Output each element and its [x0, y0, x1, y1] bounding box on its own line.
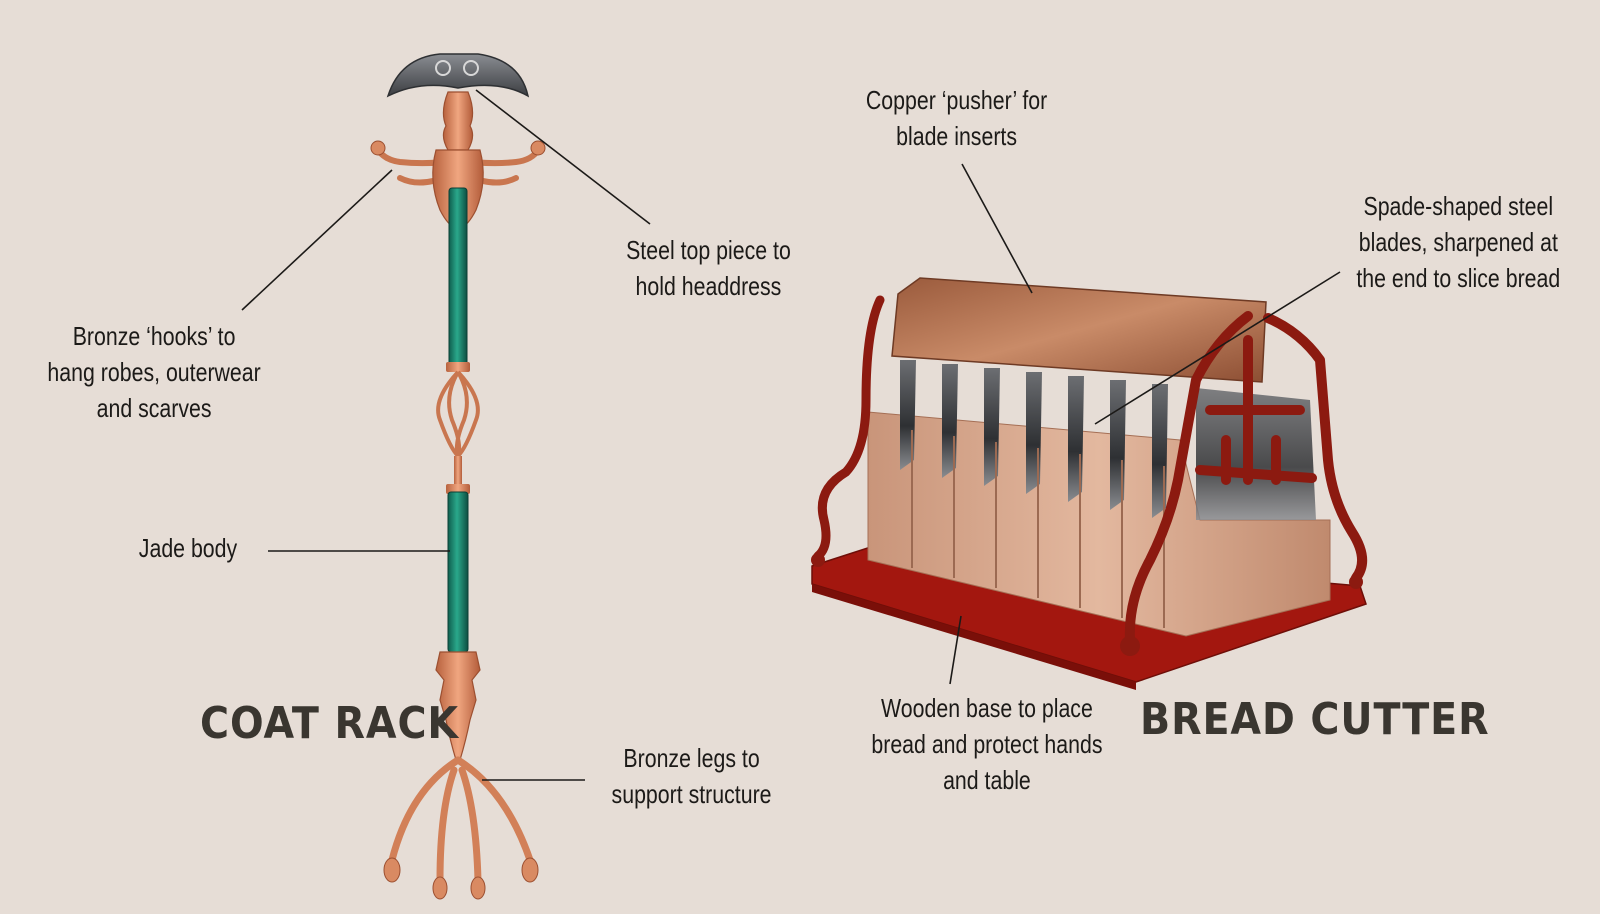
leader-copper-pusher — [961, 163, 1033, 294]
right-frame — [1124, 311, 1367, 645]
label-line: Steel top piece to — [626, 235, 791, 265]
label-bronze-legs: Bronze legs to support structure — [612, 740, 772, 812]
label-spade-blades: Spade-shaped steel blades, sharpened at … — [1356, 188, 1560, 296]
steel-top-piece — [386, 53, 530, 98]
label-jade-body: Jade body — [139, 530, 237, 566]
coat-rack-title: COAT RACK — [200, 698, 460, 749]
label-line: bread and protect hands — [871, 729, 1103, 759]
label-bronze-hooks: Bronze ‘hooks’ to hang robes, outerwear … — [47, 318, 260, 426]
label-line: Spade-shaped steel — [1363, 191, 1554, 221]
label-line: and table — [943, 765, 1031, 795]
bread-cutter-title: BREAD CUTTER — [1140, 694, 1490, 745]
bronze-legs — [388, 756, 534, 884]
label-steel-top: Steel top piece to hold headdress — [626, 232, 791, 304]
label-line: Wooden base to place — [881, 693, 1093, 723]
label-line: Jade body — [138, 533, 238, 563]
bread-cutter-illustration — [811, 277, 1367, 690]
label-wooden-base: Wooden base to place bread and protect h… — [871, 690, 1102, 798]
left-frame — [813, 295, 885, 561]
label-line: hang robes, outerwear — [47, 357, 261, 387]
label-line: hold headdress — [635, 271, 782, 301]
jade-lower — [447, 491, 469, 653]
leader-bronze-hooks — [241, 169, 393, 311]
copper-pusher — [891, 277, 1267, 383]
label-line: and scarves — [96, 393, 212, 423]
label-line: Bronze legs to — [623, 743, 760, 773]
leader-lines — [241, 89, 1341, 781]
leader-wooden-base — [949, 615, 962, 685]
leader-steel-top — [475, 89, 651, 225]
leader-spade-blades — [1094, 271, 1341, 425]
coat-rack-illustration — [370, 53, 546, 900]
label-line: support structure — [611, 779, 772, 809]
jade-upper — [448, 187, 468, 367]
label-line: the end to slice bread — [1356, 263, 1561, 293]
label-line: blade inserts — [896, 121, 1017, 151]
label-line: blades, sharpened at — [1358, 227, 1558, 257]
label-copper-pusher: Copper ‘pusher’ for blade inserts — [866, 82, 1047, 154]
label-line: Copper ‘pusher’ for — [865, 85, 1048, 115]
label-line: Bronze ‘hooks’ to — [72, 321, 236, 351]
